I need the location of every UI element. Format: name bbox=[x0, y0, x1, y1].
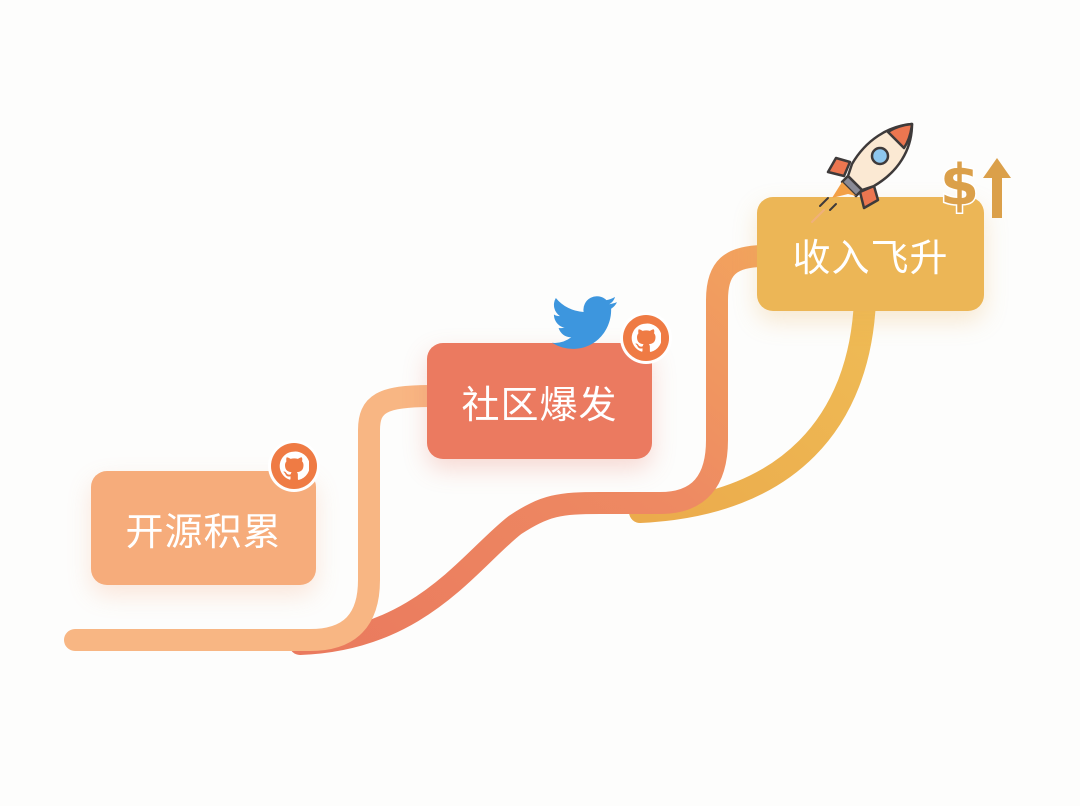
rocket-icon bbox=[811, 122, 914, 223]
github-icon bbox=[279, 451, 309, 480]
github-badge bbox=[620, 312, 672, 364]
stage-label: 开源积累 bbox=[125, 509, 282, 554]
github-badge bbox=[268, 440, 320, 492]
github-icon bbox=[631, 323, 661, 352]
stage-box-open-source: 开源积累 bbox=[91, 471, 316, 585]
stage-label: 收入飞升 bbox=[792, 235, 949, 280]
dollar-sign: $ bbox=[939, 153, 981, 218]
stage-box-revenue: 收入飞升 bbox=[757, 197, 984, 311]
path-segment-orange bbox=[64, 385, 441, 651]
path-segment-coral bbox=[289, 245, 776, 655]
arrow-up-icon bbox=[982, 158, 1011, 218]
stage-label: 社区爆发 bbox=[461, 382, 618, 427]
stage-box-community: 社区爆发 bbox=[427, 343, 652, 459]
twitter-icon bbox=[552, 296, 617, 349]
dollar-up-icon: $ bbox=[939, 153, 1013, 222]
path-segment-gold bbox=[629, 289, 876, 523]
